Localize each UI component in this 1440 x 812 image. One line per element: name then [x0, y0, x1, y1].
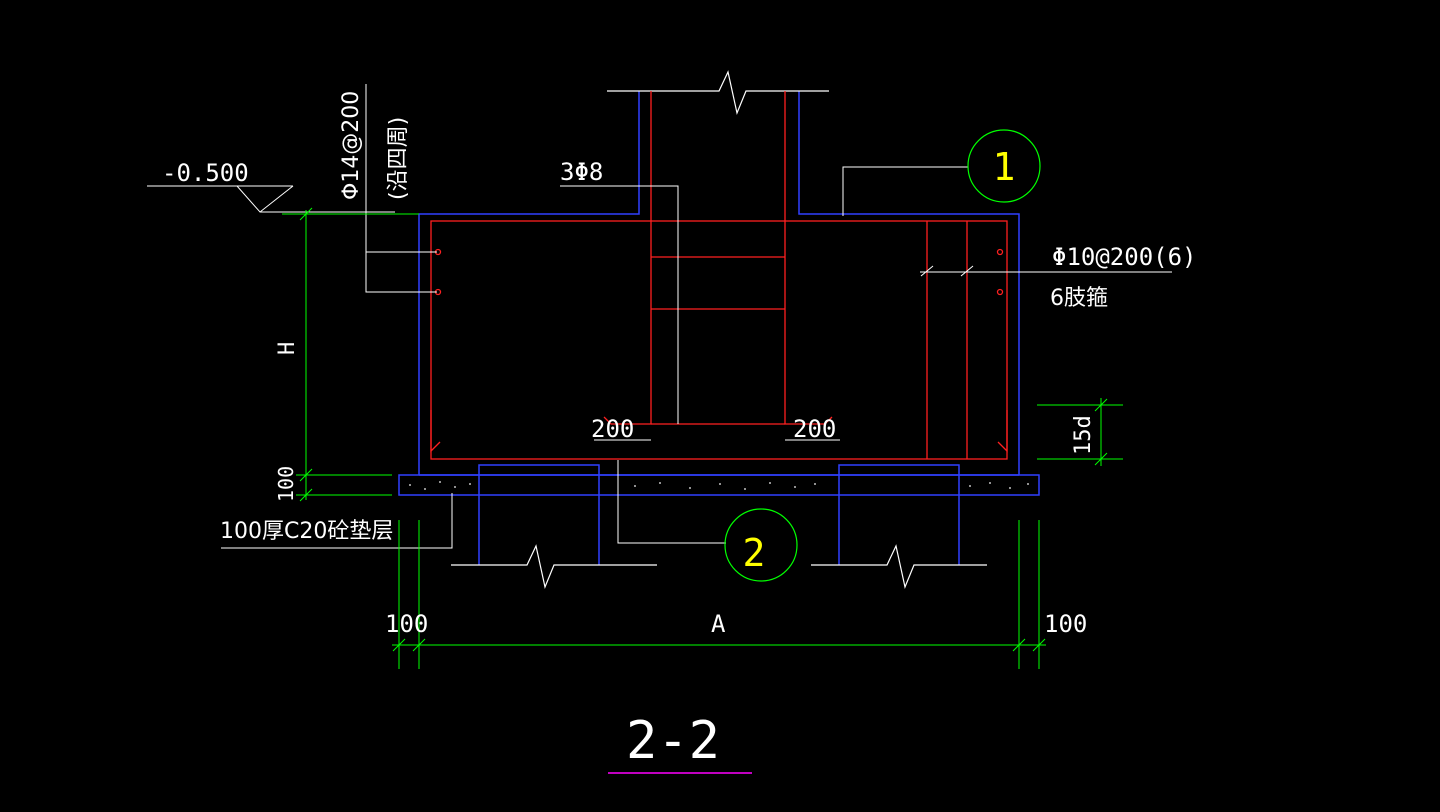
pad-note: 100厚C20砼垫层 [220, 519, 393, 544]
concrete-pad [398, 474, 1040, 496]
leaders [147, 84, 1172, 549]
dim-right-100: 100 [1044, 610, 1087, 638]
right-200-label: 200 [793, 415, 836, 443]
break-line-right [811, 544, 987, 590]
pad-hatch [409, 481, 1029, 490]
dimensions [282, 207, 1123, 669]
rebar-side-note: (沿四周) [386, 117, 411, 200]
break-line-left [451, 544, 657, 590]
rebar [430, 91, 1008, 460]
dim-a: A [711, 610, 726, 638]
elevation-label: -0.500 [162, 159, 249, 187]
stirrup-label: Φ10@200(6) [1052, 243, 1197, 271]
callout-2-label: 2 [743, 531, 766, 575]
height-label: H [275, 342, 300, 355]
break-line-top [607, 70, 829, 116]
pad-thickness-label: 100 [274, 466, 298, 502]
pile-right [838, 464, 960, 565]
break-lines [451, 70, 987, 590]
anchorage-label: 15d [1071, 415, 1096, 455]
callout-circle-1 [967, 129, 1041, 203]
concrete-outline [398, 91, 1040, 565]
left-200-label: 200 [591, 415, 634, 443]
rebar-side-label: Φ14@200 [339, 91, 364, 200]
callout-1-label: 1 [993, 145, 1016, 189]
callout-circle-2 [724, 508, 798, 582]
stirrup-note: 6肢箍 [1050, 286, 1108, 311]
section-title: 2-2 [626, 711, 720, 771]
rebar-cage [430, 220, 1008, 460]
rebar-center-label: 3Φ8 [560, 158, 603, 186]
dim-left-100: 100 [385, 610, 428, 638]
pile-left [478, 464, 600, 565]
